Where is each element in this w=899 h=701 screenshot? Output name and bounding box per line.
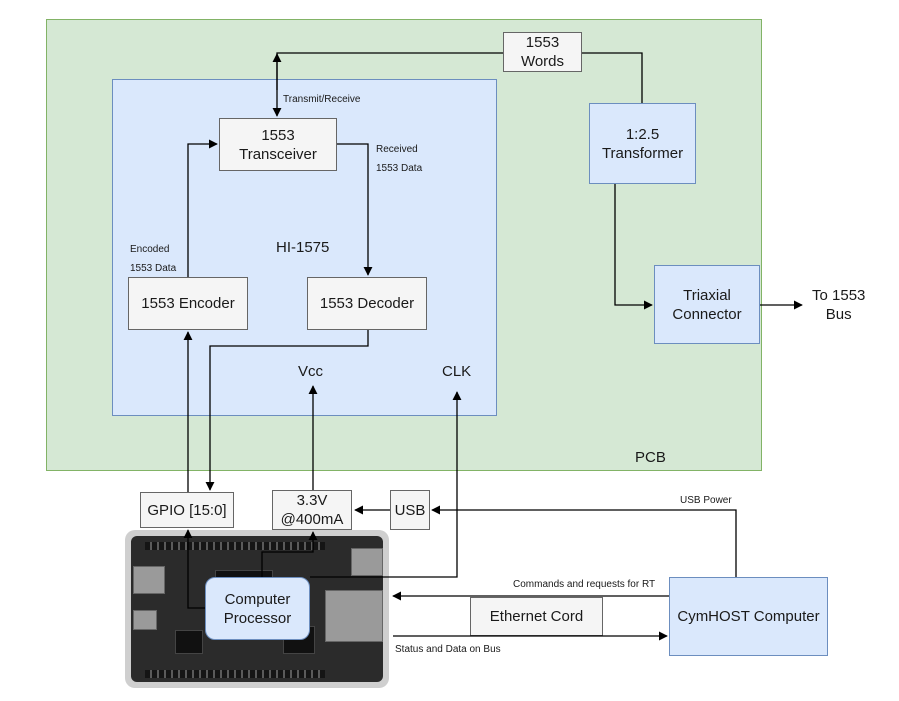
usb-power-label: USB Power [680, 495, 732, 506]
gpio-block: GPIO [15:0] [140, 492, 234, 528]
received-data-label: Received 1553 Data [376, 144, 423, 174]
words-block: 1553 Words [503, 32, 582, 72]
processor-power-wire [261, 531, 318, 577]
vcc-label: Vcc [298, 363, 324, 380]
host-usb-power-wire [431, 505, 737, 577]
words-transformer-wire [582, 52, 643, 103]
encoded-data-wire [187, 139, 218, 277]
transformer-triaxial-wire [614, 184, 653, 310]
ethernet-cord-block: Ethernet Cord [470, 597, 603, 636]
transmit-receive-wire [272, 52, 503, 117]
decoder-gpio-wire [205, 330, 369, 491]
received-data-wire [337, 143, 373, 276]
hi1575-label: HI-1575 [276, 239, 330, 256]
processor-gpio-wire [183, 529, 205, 609]
clk-label: CLK [442, 363, 472, 380]
power-block: 3.3V @400mA [272, 490, 352, 530]
pcb-label: PCB [635, 449, 666, 466]
triaxial-connector-block: Triaxial Connector [654, 265, 760, 344]
encoded-data-label: Encoded 1553 Data [130, 244, 177, 274]
decoder-block: 1553 Decoder [307, 277, 427, 330]
cymhost-computer-block: CymHOST Computer [669, 577, 828, 656]
transformer-block: 1:2.5 Transformer [589, 103, 696, 184]
processor-clk-wire [310, 391, 462, 578]
usb-block: USB [390, 490, 430, 530]
encoder-block: 1553 Encoder [128, 277, 248, 330]
commands-label: Commands and requests for RT [513, 579, 656, 590]
transmit-receive-label: Transmit/Receive [283, 94, 361, 105]
transceiver-block: 1553 Transceiver [219, 118, 337, 171]
processor-block: Computer Processor [205, 577, 310, 640]
to-bus-label: To 1553 Bus [812, 287, 866, 323]
status-label: Status and Data on Bus [395, 644, 501, 655]
